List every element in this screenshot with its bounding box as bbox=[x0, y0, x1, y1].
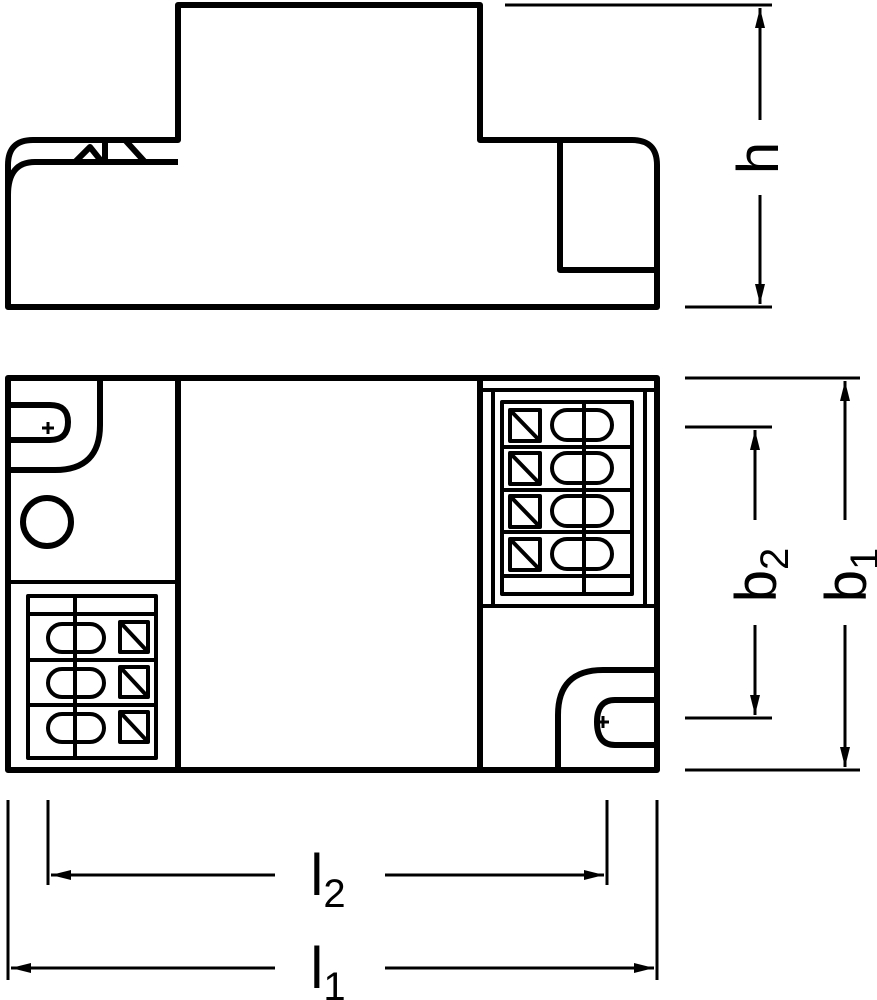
dimension-label-l1: l1 bbox=[310, 936, 345, 1000]
terminal-block-right bbox=[478, 376, 659, 608]
dimension-label-b1: b1 bbox=[814, 548, 877, 603]
top-view bbox=[5, 375, 660, 773]
dimension-label-b2: b2 bbox=[724, 548, 797, 603]
side-view bbox=[5, 2, 660, 310]
dimension-label-l2: l2 bbox=[310, 843, 345, 916]
mounting-slot-left bbox=[8, 378, 103, 473]
dimension-label-h: h bbox=[726, 142, 791, 174]
mounting-slot-right bbox=[555, 667, 657, 770]
dimension-lines bbox=[6, 5, 860, 980]
indicator-circle bbox=[20, 495, 74, 549]
terminal-block-left bbox=[6, 580, 180, 772]
